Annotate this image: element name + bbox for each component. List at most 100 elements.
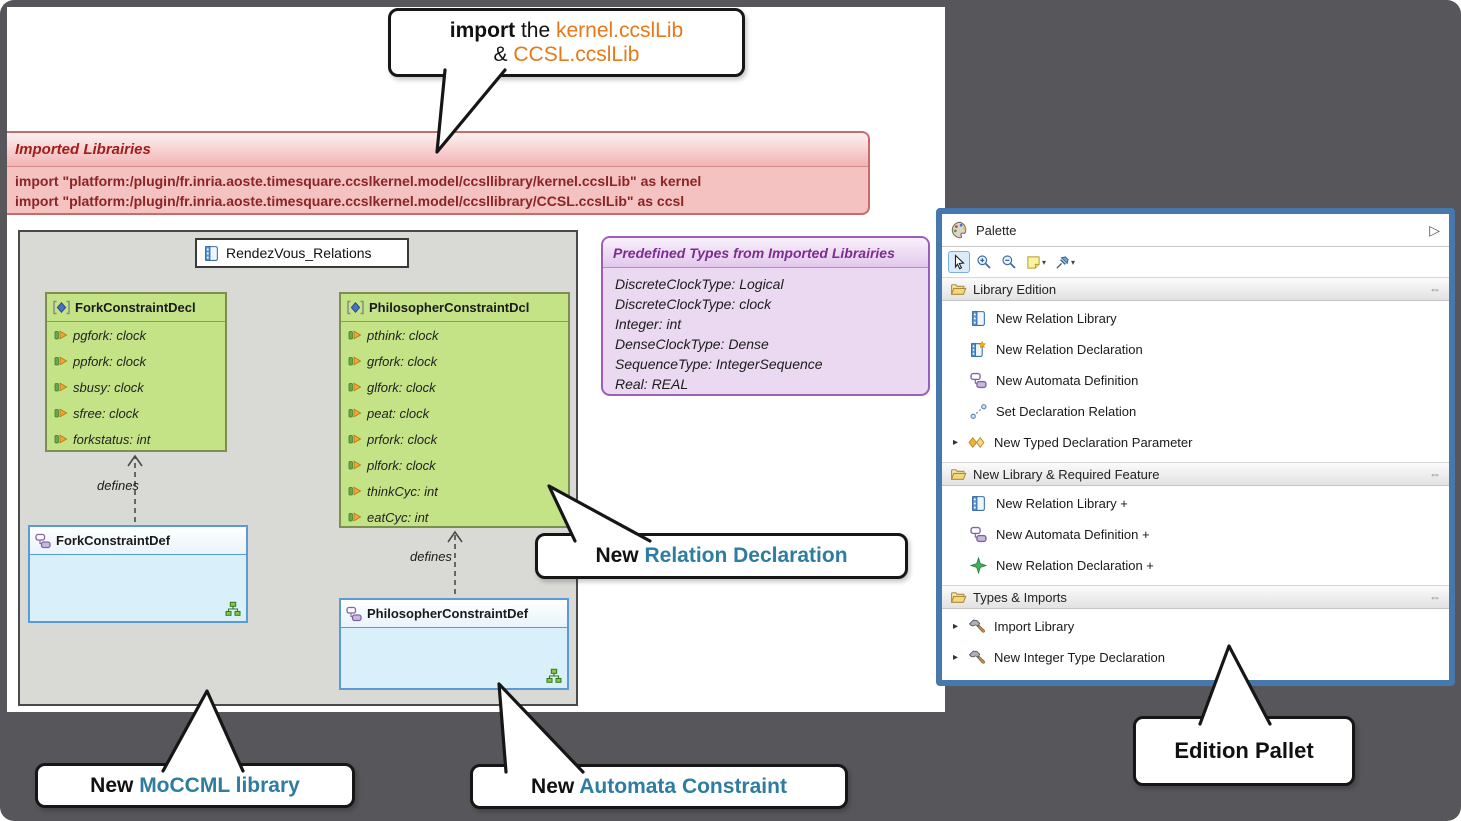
attribute-row[interactable]: pthink: clock (341, 322, 568, 348)
predefined-types-panel[interactable]: Predefined Types from Imported Librairie… (601, 236, 930, 396)
class-header[interactable]: ForkConstraintDecl (47, 294, 225, 322)
def-header[interactable]: ForkConstraintDef (30, 527, 246, 555)
defines-label: defines (97, 478, 139, 493)
type-line: DenseClockType: Dense (615, 336, 769, 352)
palette-section-new-library-required-feature[interactable]: New Library & Required Feature ⇔ (942, 462, 1449, 486)
palette-section-label: New Library & Required Feature (973, 466, 1160, 482)
palette-item-label: New Typed Declaration Parameter (994, 435, 1193, 450)
zoom-in-button[interactable] (973, 251, 995, 273)
def-body (341, 628, 567, 688)
def-header[interactable]: PhilosopherConstraintDef (341, 600, 567, 628)
folder-icon (950, 281, 967, 298)
expand-arrow-icon[interactable]: ▸ (953, 437, 959, 448)
relation-library-icon (970, 310, 989, 328)
attribute-row[interactable]: pgfork: clock (47, 322, 225, 348)
expand-arrow-icon[interactable]: ▸ (953, 621, 959, 632)
zoom-out-button[interactable] (998, 251, 1020, 273)
callout-nrd-tail (547, 484, 652, 543)
palette-item-new-integer-type-declaration[interactable]: ▸ New Integer Type Declaration (942, 642, 1449, 673)
fork-constraint-decl-box[interactable]: ForkConstraintDecl pgfork: clock ppfork:… (45, 292, 227, 452)
type-line: SequenceType: IntegerSequence (615, 356, 823, 372)
set-declaration-relation-icon (970, 403, 989, 421)
attribute-row[interactable]: peat: clock (341, 400, 568, 426)
predefined-types-title: Predefined Types from Imported Librairie… (603, 238, 928, 268)
philosopher-constraint-def-box[interactable]: PhilosopherConstraintDef (339, 598, 569, 690)
attribute-row[interactable]: plfork: clock (341, 452, 568, 478)
chevron-down-icon: ▾ (1042, 257, 1047, 267)
attribute-label: pthink: clock (367, 327, 439, 343)
palette-group: New Relation Library + New Automata Defi… (942, 486, 1449, 585)
palette-item-new-relation-declaration-plus[interactable]: New Relation Declaration + (942, 550, 1449, 581)
palette-item-new-relation-library-plus[interactable]: New Relation Library + (942, 488, 1449, 519)
section-pin-icon[interactable]: ⇔ (1429, 467, 1441, 481)
callout-automata-tail (497, 682, 585, 774)
palette-section-library-edition[interactable]: Library Edition ⇔ (942, 277, 1449, 301)
callout-text: New MoCCML library (90, 773, 300, 797)
section-pin-icon[interactable]: ⇔ (1429, 590, 1441, 604)
def-title: PhilosopherConstraintDef (367, 606, 529, 621)
attribute-label: peat: clock (367, 405, 430, 421)
attribute-row[interactable]: grfork: clock (341, 348, 568, 374)
attribute-row[interactable]: ppfork: clock (47, 348, 225, 374)
attribute-label: forkstatus: int (73, 431, 151, 447)
imported-libraries-panel[interactable]: Imported Librairies import "platform:/pl… (7, 131, 870, 215)
palette-item-new-automata-definition-plus[interactable]: New Automata Definition + (942, 519, 1449, 550)
sitemap-icon (225, 601, 241, 617)
def-body (30, 555, 246, 621)
imported-libraries-body: import "platform:/plugin/fr.inria.aoste.… (7, 167, 868, 213)
attribute-row[interactable]: prfork: clock (341, 426, 568, 452)
callout-moccml-tail (161, 689, 245, 773)
select-tool-button[interactable] (948, 251, 970, 273)
pin-tool-button[interactable]: ▾ (1052, 251, 1078, 273)
chevron-down-icon: ▾ (1071, 257, 1076, 267)
palette-panel: Palette ▷ ▾ ▾ (936, 208, 1455, 686)
palette-item-new-relation-declaration[interactable]: New Relation Declaration (942, 334, 1449, 365)
attribute-icon (348, 328, 362, 342)
defines-arrow (127, 454, 143, 522)
palette-item-set-declaration-relation[interactable]: Set Declaration Relation (942, 396, 1449, 427)
palette-item-label: New Relation Library (996, 311, 1117, 326)
attribute-row[interactable]: eatCyc: int (341, 504, 568, 530)
palette-item-new-automata-definition[interactable]: New Automata Definition (942, 365, 1449, 396)
automata-definition-icon (346, 606, 362, 622)
typed-declaration-parameter-icon (968, 434, 987, 452)
callout-text: Edition Pallet (1174, 738, 1314, 763)
palette-group: New Relation Library New Relation Declar… (942, 301, 1449, 462)
callout-import-line1: import the kernel.ccslLib (449, 18, 684, 42)
attribute-row[interactable]: forkstatus: int (47, 426, 225, 452)
attribute-row[interactable]: thinkCyc: int (341, 478, 568, 504)
palette-item-new-typed-declaration-parameter[interactable]: ▸ New Typed Declaration Parameter (942, 427, 1449, 458)
attribute-icon (54, 406, 68, 420)
fork-constraint-def-box[interactable]: ForkConstraintDef (28, 525, 248, 623)
attribute-row[interactable]: sbusy: clock (47, 374, 225, 400)
palette-item-label: New Automata Definition (996, 373, 1139, 388)
palette-item-import-library[interactable]: ▸ Import Library (942, 611, 1449, 642)
palette-item-new-relation-library[interactable]: New Relation Library (942, 303, 1449, 334)
attribute-label: glfork: clock (367, 379, 436, 395)
palette-section-types-imports[interactable]: Types & Imports ⇔ (942, 585, 1449, 609)
note-tool-button[interactable]: ▾ (1023, 251, 1049, 273)
callout-text: New Automata Constraint (531, 774, 787, 798)
attribute-row[interactable]: sfree: clock (47, 400, 225, 426)
diagram-title-box[interactable]: RendezVous_Relations (195, 238, 409, 268)
palette-header[interactable]: Palette ▷ (942, 214, 1449, 247)
class-title: PhilosopherConstraintDcl (369, 300, 530, 315)
class-header[interactable]: PhilosopherConstraintDcl (341, 294, 568, 322)
attribute-label: pgfork: clock (73, 327, 146, 343)
attribute-icon (348, 406, 362, 420)
attribute-label: thinkCyc: int (367, 483, 438, 499)
attribute-icon (54, 432, 68, 446)
callout-new-relation-declaration: New Relation Declaration (535, 533, 908, 579)
section-pin-icon[interactable]: ⇔ (1429, 282, 1441, 296)
philosopher-constraint-decl-box[interactable]: PhilosopherConstraintDcl pthink: clock g… (339, 292, 570, 528)
callout-text: New Relation Declaration (595, 544, 848, 567)
attribute-icon (54, 380, 68, 394)
relation-declaration-icon (970, 341, 989, 359)
attribute-label: plfork: clock (367, 457, 436, 473)
palette-collapse-icon[interactable]: ▷ (1429, 221, 1440, 238)
attribute-row[interactable]: glfork: clock (341, 374, 568, 400)
hammer-icon (968, 649, 987, 667)
expand-arrow-icon[interactable]: ▸ (953, 652, 959, 663)
attribute-icon (348, 458, 362, 472)
